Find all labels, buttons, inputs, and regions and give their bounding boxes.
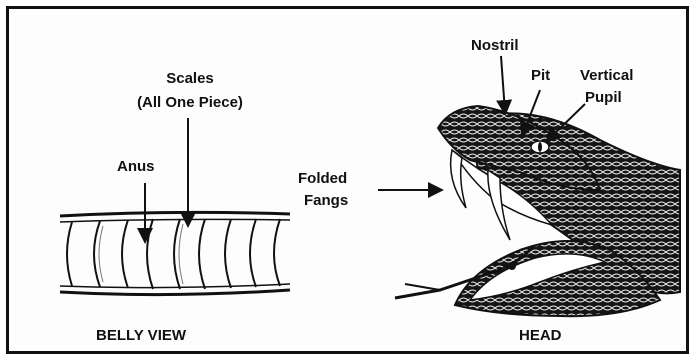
pupil-label: Pupil (585, 89, 622, 107)
nostril-label: Nostril (471, 37, 519, 55)
scales-label-line2: (All One Piece) (115, 94, 265, 112)
folded-label: Folded (298, 170, 347, 188)
vertical-label: Vertical (580, 67, 633, 85)
belly-view-drawing (60, 212, 290, 294)
head-caption: HEAD (519, 327, 562, 345)
scales-label-line1: Scales (150, 70, 230, 88)
anus-label: Anus (117, 158, 155, 176)
belly-view-caption: BELLY VIEW (96, 327, 186, 345)
snake-head-drawing (395, 106, 680, 316)
nostril-pointer (501, 56, 505, 112)
fangs-label: Fangs (304, 192, 348, 210)
pit-label: Pit (531, 67, 550, 85)
